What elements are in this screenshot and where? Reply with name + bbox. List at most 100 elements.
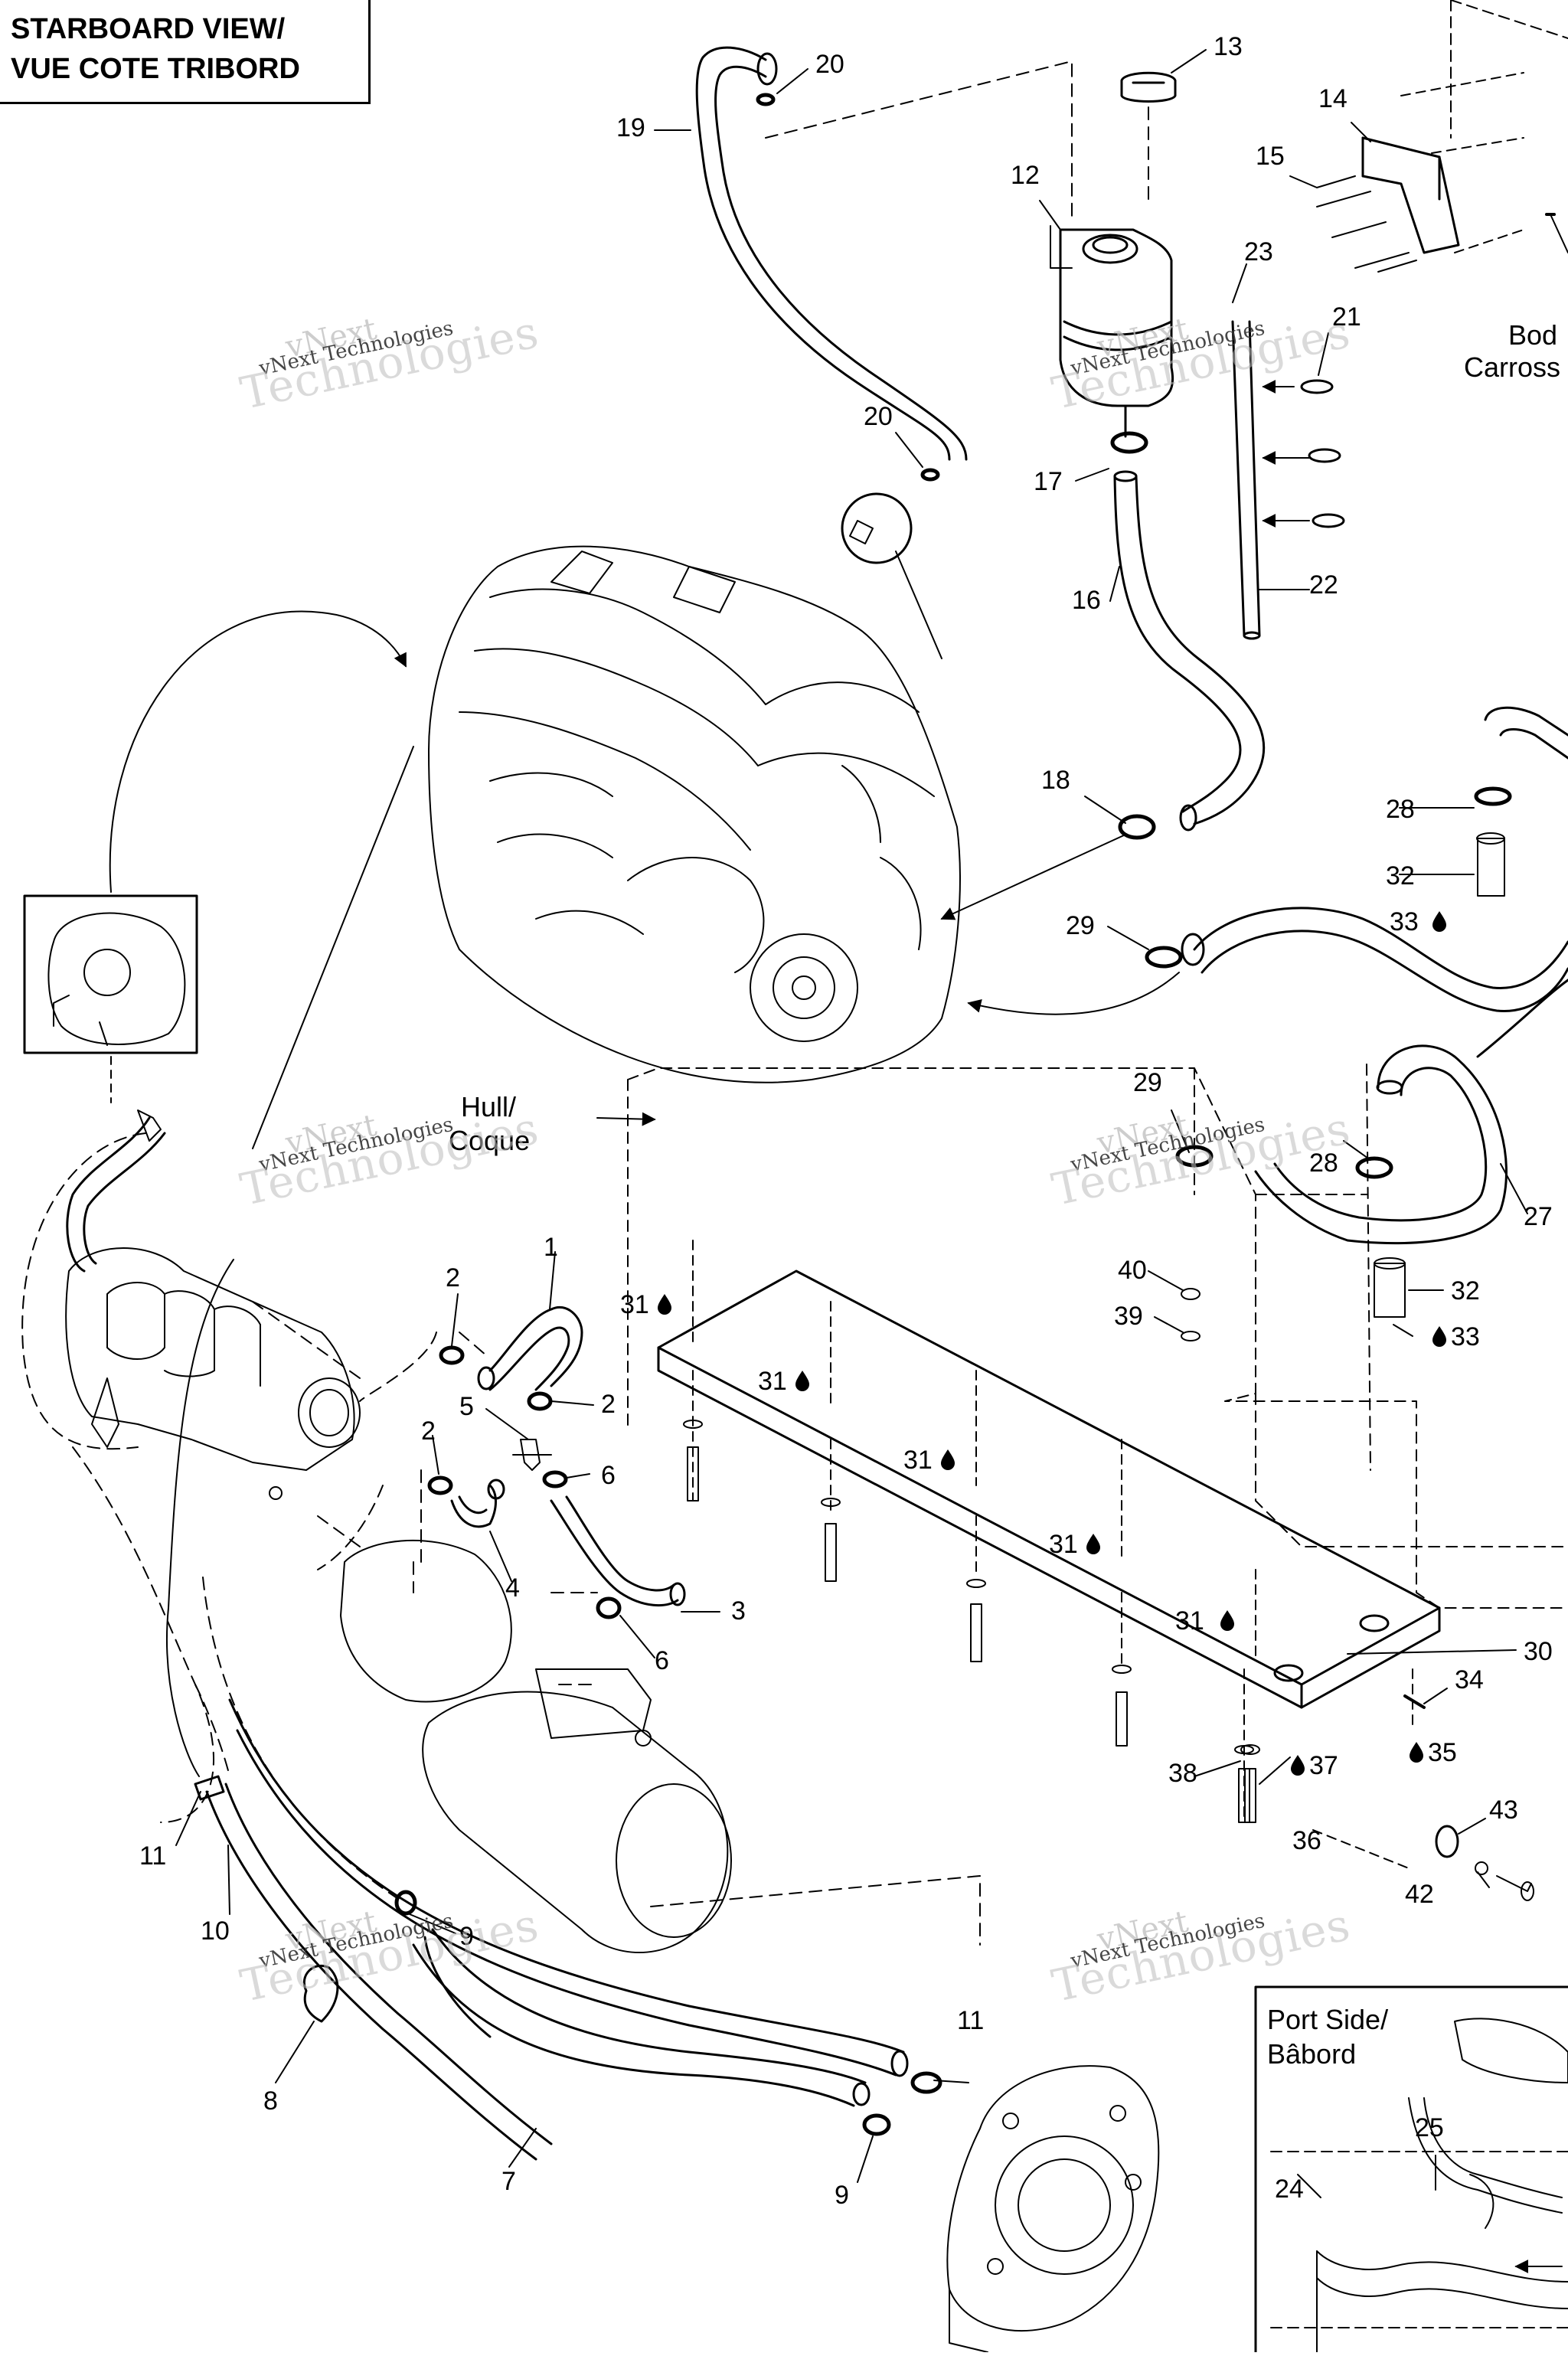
callout-22: 22 bbox=[1309, 570, 1338, 600]
callout-16: 16 bbox=[1072, 586, 1101, 615]
view-title-box: STARBOARD VIEW/ VUE COTE TRIBORD bbox=[0, 0, 371, 104]
oil-drop-icon bbox=[941, 1449, 955, 1470]
callout-9-b: 9 bbox=[835, 2181, 849, 2210]
callout-35: 35 bbox=[1428, 1738, 1457, 1767]
screw-34 bbox=[1403, 1694, 1426, 1709]
clamp-17 bbox=[1110, 431, 1148, 454]
hull-block bbox=[627, 1064, 1568, 1609]
hose-16 bbox=[1113, 470, 1266, 832]
callout-6-a: 6 bbox=[601, 1461, 616, 1490]
oil-drop-icon bbox=[1220, 1610, 1234, 1631]
clamp-2b bbox=[527, 1391, 553, 1411]
callout-31-a: 31 bbox=[620, 1290, 649, 1319]
callout-5: 5 bbox=[459, 1392, 474, 1421]
callout-8: 8 bbox=[263, 2086, 278, 2116]
callout-20-top: 20 bbox=[815, 50, 844, 79]
oil-drop-icon bbox=[658, 1294, 671, 1315]
callout-27: 27 bbox=[1524, 1202, 1553, 1231]
hose-inset bbox=[66, 1109, 166, 1273]
body-label-line1: Bod bbox=[1508, 319, 1557, 351]
hull-label-line1: Hull/ bbox=[461, 1091, 516, 1122]
intake-manifold bbox=[65, 1247, 361, 1500]
hose-4 bbox=[450, 1479, 505, 1528]
callout-31-e: 31 bbox=[1175, 1606, 1204, 1635]
inset-box bbox=[23, 894, 198, 1054]
callout-17: 17 bbox=[1034, 467, 1063, 496]
washer-42 bbox=[1475, 1861, 1488, 1875]
washer-38 bbox=[1240, 1744, 1260, 1755]
fitting-5 bbox=[512, 1439, 552, 1471]
callout-19: 19 bbox=[616, 113, 645, 142]
muffler bbox=[340, 1539, 732, 1953]
callout-11-left: 11 bbox=[139, 1841, 166, 1871]
callout-2-a: 2 bbox=[446, 1263, 460, 1292]
leaders bbox=[175, 49, 1528, 2198]
clamp-6a bbox=[542, 1470, 568, 1488]
callout-11-right: 11 bbox=[957, 2006, 984, 2035]
callout-9-a: 9 bbox=[459, 1922, 474, 1951]
hose-10 bbox=[205, 1783, 553, 2161]
clamp-29-upper bbox=[1145, 946, 1183, 969]
callout-32-lower: 32 bbox=[1451, 1276, 1480, 1305]
callout-31-d: 31 bbox=[1049, 1530, 1078, 1559]
clamp-9b bbox=[862, 2113, 891, 2136]
plate-30 bbox=[657, 1269, 1441, 1709]
callout-10: 10 bbox=[201, 1916, 230, 1946]
hose-3 bbox=[550, 1495, 686, 1607]
callout-40: 40 bbox=[1118, 1256, 1147, 1285]
callout-24: 24 bbox=[1275, 2175, 1304, 2204]
clamp-20-top bbox=[756, 93, 776, 106]
callout-32-upper: 32 bbox=[1386, 861, 1415, 890]
callout-38: 38 bbox=[1168, 1759, 1197, 1788]
callout-33-upper: 33 bbox=[1390, 907, 1419, 936]
engine bbox=[428, 545, 961, 1083]
callout-21: 21 bbox=[1332, 302, 1361, 332]
hull-label-line2: Coque bbox=[449, 1125, 530, 1156]
clamp-9a bbox=[394, 1890, 417, 1916]
callout-30: 30 bbox=[1524, 1637, 1553, 1666]
port-label-line1: Port Side/ bbox=[1267, 2004, 1388, 2035]
callout-34: 34 bbox=[1455, 1665, 1484, 1694]
callout-23: 23 bbox=[1244, 237, 1273, 266]
callout-12: 12 bbox=[1011, 161, 1040, 190]
callout-3: 3 bbox=[731, 1596, 746, 1626]
oil-drop-icon bbox=[795, 1371, 809, 1391]
callout-33-lower: 33 bbox=[1451, 1322, 1480, 1351]
oil-drop-icon bbox=[1432, 1326, 1446, 1347]
callout-42: 42 bbox=[1405, 1880, 1434, 1909]
clamp-2a bbox=[439, 1345, 465, 1365]
bolt-36 bbox=[1244, 1768, 1256, 1823]
clamp-28-lower bbox=[1355, 1156, 1393, 1179]
screws-15 bbox=[1316, 72, 1524, 273]
callout-28-upper: 28 bbox=[1386, 795, 1415, 824]
fitting-32-lower bbox=[1374, 1257, 1406, 1318]
callout-18: 18 bbox=[1041, 766, 1070, 795]
callout-25: 25 bbox=[1415, 2113, 1444, 2142]
cap-13 bbox=[1120, 71, 1177, 103]
callout-7: 7 bbox=[501, 2167, 516, 2196]
clamp-28-upper bbox=[1474, 786, 1512, 806]
fitting-32-upper bbox=[1476, 832, 1505, 897]
oil-drop-icon bbox=[1291, 1755, 1305, 1776]
callout-14: 14 bbox=[1318, 84, 1348, 113]
detail-circle bbox=[841, 492, 913, 564]
hose-upper-right bbox=[1193, 706, 1568, 1058]
body-label-line2: Carross bbox=[1464, 351, 1560, 383]
clip-8 bbox=[302, 1964, 339, 2023]
callout-36: 36 bbox=[1292, 1826, 1321, 1855]
grommet-43 bbox=[1435, 1825, 1459, 1858]
port-side-inset bbox=[1254, 1985, 1568, 2354]
clamp-6b bbox=[596, 1596, 622, 1619]
callout-39: 39 bbox=[1114, 1302, 1143, 1331]
callout-6-b: 6 bbox=[655, 1646, 669, 1675]
callouts: 20 13 12 14 15 23 21 19 20 17 16 22 18 2… bbox=[139, 32, 1553, 2210]
callout-4: 4 bbox=[505, 1573, 520, 1603]
callout-37: 37 bbox=[1309, 1751, 1338, 1780]
hose-19 bbox=[695, 46, 968, 461]
nut-40 bbox=[1181, 1288, 1200, 1300]
callout-15: 15 bbox=[1256, 142, 1285, 171]
oil-drop-icon bbox=[1086, 1534, 1100, 1554]
bracket-14 bbox=[1361, 136, 1460, 254]
